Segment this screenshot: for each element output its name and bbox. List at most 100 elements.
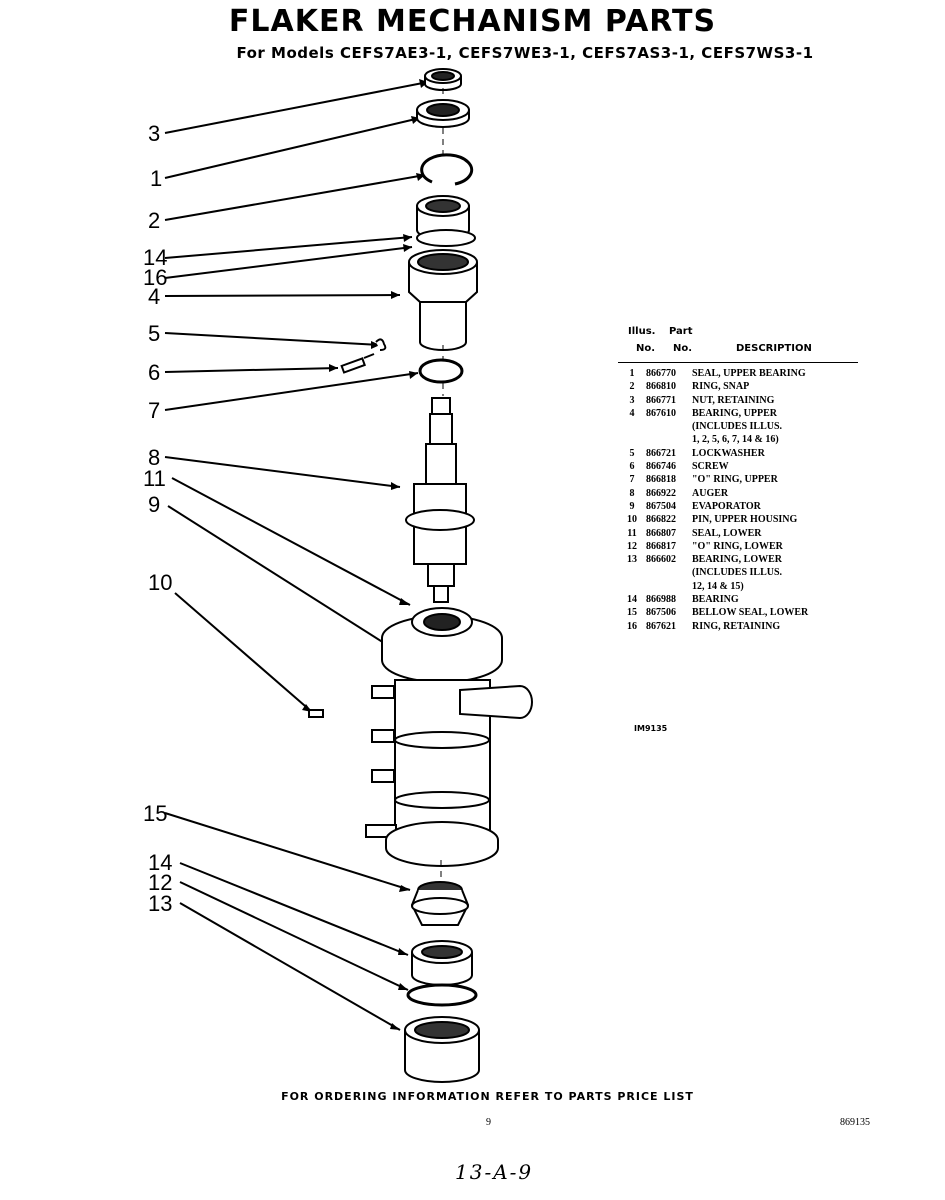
callout-10: 10 [148,570,172,595]
part-number: 866602 [646,554,676,566]
description: RING, RETAINING [692,620,781,632]
header-description: DESCRIPTION [736,343,812,354]
part-bellow-seal [410,881,470,926]
description: BEARING, LOWER (INCLUDES ILLUS. 12, 14 &… [692,554,783,592]
illus-no: 9 [629,500,635,512]
table-row: 16 867621 RING, RETAINING [618,620,858,633]
callout-15: 15 [143,801,167,826]
part-number: 866922 [646,487,676,499]
illus-no: 13 [627,554,637,566]
callout-4: 4 [148,284,160,309]
illus-no: 2 [629,381,635,393]
part-number: 867504 [646,500,676,512]
table-row: 2 866810 RING, SNAP [618,380,858,393]
callout-13: 13 [148,891,172,916]
description: BEARING, UPPER (INCLUDES ILLUS. 1, 2, 5,… [692,407,783,446]
part-auger [405,397,475,603]
callout-11: 11 [143,466,166,491]
illus-no: 6 [629,461,635,473]
description: "O" RING, UPPER [692,474,778,486]
callout-12: 12 [148,870,172,895]
part-number: 866807 [646,527,676,539]
part-bearing-lower [404,1016,480,1083]
callout-5: 5 [148,321,160,346]
part-lockwasher [375,338,387,351]
part-retaining-nut [424,68,462,91]
part-number: 866771 [646,394,676,406]
callout-9: 9 [148,492,160,517]
illus-no: 8 [629,487,635,499]
illus-no: 3 [629,394,635,406]
illus-no: 10 [627,514,637,526]
illus-no: 11 [627,527,637,539]
illus-no: 16 [627,620,637,632]
description: LOCKWASHER [692,447,765,459]
description: EVAPORATOR [692,500,761,512]
callout-14-upper: 14 [143,245,167,270]
table-row: 15 867506 BELLOW SEAL, LOWER [618,606,858,619]
model-list: For Models CEFS7AE3-1, CEFS7WE3-1, CEFS7… [236,44,814,62]
part-number: 866817 [646,540,676,552]
part-number: 866746 [646,461,676,473]
callout-7: 7 [148,398,160,423]
callout-3: 3 [148,121,160,146]
part-upper-bearing [408,249,478,351]
header-part: Part [669,326,693,337]
part-number: 866818 [646,474,676,486]
header-illus-no: No. [636,343,656,354]
illus-no: 12 [627,540,637,552]
part-number: 866810 [646,381,676,393]
callout-2: 2 [148,208,160,233]
callout-16: 16 [143,265,167,290]
header-part-no: No. [673,343,693,354]
table-row: 3 866771 NUT, RETAINING [618,394,858,407]
part-bearing-upper-race [416,195,476,247]
description: SEAL, LOWER [692,527,762,539]
part-screw [340,353,375,374]
description: PIN, UPPER HOUSING [692,514,798,526]
description: RING, SNAP [692,381,750,393]
table-row: 11 866807 SEAL, LOWER [618,527,858,540]
table-header: Illus. Part No. No. DESCRIPTION [618,326,858,360]
illus-no: 14 [627,594,637,606]
part-number: 866721 [646,447,676,459]
description: BELLOW SEAL, LOWER [692,607,809,619]
description: NUT, RETAINING [692,394,775,406]
callout-14-lower: 14 [148,850,172,875]
part-number: 866770 [646,368,676,379]
part-number: 867610 [646,407,676,419]
callout-8: 8 [148,445,160,470]
handwritten-note: 13-A-9 [455,1160,534,1184]
diagram-code: IM9135 [634,724,668,733]
part-bearing-lower-race [411,940,473,986]
table-row: 4 867610 BEARING, UPPER (INCLUDES ILLUS. 1… [618,407,858,447]
part-snap-ring [420,153,474,186]
table-divider [618,362,858,363]
table-row: 13 866602 BEARING, LOWER (INCLUDES ILLUS. … [618,553,858,593]
callout-6: 6 [148,360,160,385]
table-row: 9 867504 EVAPORATOR [618,500,858,513]
illus-no: 4 [629,407,635,419]
description: BEARING [692,594,739,606]
part-number: 867621 [646,620,676,632]
part-pin-upper-housing [308,709,324,718]
ordering-note: FOR ORDERING INFORMATION REFER TO PARTS … [281,1090,694,1103]
table-row: 10 866822 PIN, UPPER HOUSING [618,513,858,526]
description: SEAL, UPPER BEARING [692,368,806,379]
page-number: 9 [486,1117,491,1128]
document-number: 869135 [840,1117,870,1128]
callout-1: 1 [150,166,162,191]
part-number: 866822 [646,514,676,526]
page-title: FLAKER MECHANISM PARTS [228,4,717,39]
part-number: 867506 [646,607,676,619]
illus-no: 15 [627,607,637,619]
header-illus: Illus. [628,326,656,337]
